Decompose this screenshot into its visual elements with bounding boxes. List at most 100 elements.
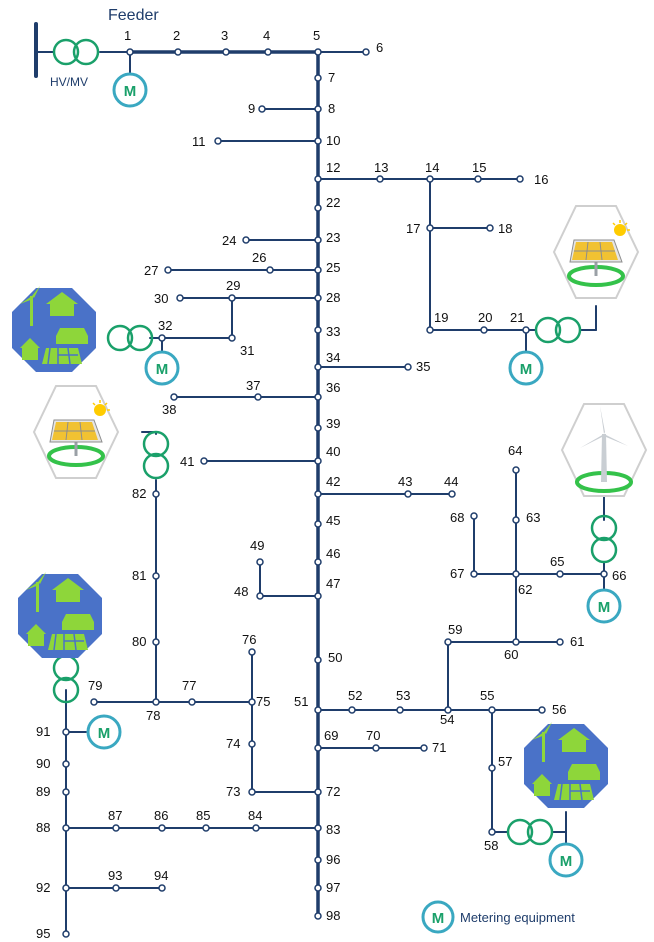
node-69-label: 69	[324, 728, 338, 743]
node-59-label: 59	[448, 622, 462, 637]
node-98-label: 98	[326, 908, 340, 923]
node-47-dot	[314, 592, 322, 600]
microgrid-icon	[523, 721, 609, 809]
node-63-label: 63	[526, 510, 540, 525]
node-23-label: 23	[326, 230, 340, 245]
node-25-label: 25	[326, 260, 340, 275]
node-65-label: 65	[550, 554, 564, 569]
node-74-label: 74	[226, 736, 240, 751]
meter-21-icon: M	[508, 350, 544, 386]
node-1-label: 1	[124, 28, 131, 43]
solar-pv-icon	[552, 204, 640, 300]
node-33-label: 33	[326, 324, 340, 339]
node-8-label: 8	[328, 101, 335, 116]
node-70-dot	[372, 744, 380, 752]
node-78-dot	[152, 698, 160, 706]
node-56-dot	[538, 706, 546, 714]
node-83-label: 83	[326, 822, 340, 837]
node-10-label: 10	[326, 133, 340, 148]
node-48-dot	[256, 592, 264, 600]
node-24-label: 24	[222, 233, 236, 248]
meter-1-icon: M	[112, 72, 148, 108]
node-97-label: 97	[326, 880, 340, 895]
node-27-dot	[164, 266, 172, 274]
node-2-dot	[174, 48, 182, 56]
legend-meter-symbol: M	[432, 910, 445, 927]
node-53-dot	[396, 706, 404, 714]
node-44-label: 44	[444, 474, 458, 489]
node-83-dot	[314, 824, 322, 832]
node-91-dot	[62, 728, 70, 736]
node-92-label: 92	[36, 880, 50, 895]
node-20-label: 20	[478, 310, 492, 325]
svg-text:M: M	[98, 725, 111, 742]
node-19-label: 19	[434, 310, 448, 325]
node-30-label: 30	[154, 291, 168, 306]
svg-text:M: M	[520, 361, 533, 378]
node-89-dot	[62, 788, 70, 796]
node-96-dot	[314, 856, 322, 864]
node-93-label: 93	[108, 868, 122, 883]
transformer-41-icon	[142, 430, 170, 480]
node-17-dot	[426, 224, 434, 232]
node-22-dot	[314, 204, 322, 212]
node-78-label: 78	[146, 708, 160, 723]
node-41-label: 41	[180, 454, 194, 469]
node-38-label: 38	[162, 402, 176, 417]
node-20-dot	[480, 326, 488, 334]
node-12-label: 12	[326, 160, 340, 175]
node-7-label: 7	[328, 70, 335, 85]
node-4-dot	[264, 48, 272, 56]
node-9-label: 9	[248, 101, 255, 116]
node-65-dot	[556, 570, 564, 578]
node-50-dot	[314, 656, 322, 664]
node-58-label: 58	[484, 838, 498, 853]
node-60-label: 60	[504, 647, 518, 662]
node-50-label: 50	[328, 650, 342, 665]
node-51-dot	[314, 706, 322, 714]
transformer-32-icon	[106, 324, 154, 352]
node-5-dot	[314, 48, 322, 56]
node-7-dot	[314, 74, 322, 82]
node-15-label: 15	[472, 160, 486, 175]
node-6-dot	[362, 48, 370, 56]
node-86-dot	[158, 824, 166, 832]
node-68-label: 68	[450, 510, 464, 525]
node-42-dot	[314, 490, 322, 498]
microgrid-icon	[11, 285, 97, 373]
node-70-label: 70	[366, 728, 380, 743]
node-95-dot	[62, 930, 70, 938]
node-76-label: 76	[242, 632, 256, 647]
node-31-dot	[228, 334, 236, 342]
node-13-label: 13	[374, 160, 388, 175]
node-1-dot	[126, 48, 134, 56]
transformer-66-icon	[590, 514, 618, 564]
node-54-label: 54	[440, 712, 454, 727]
node-21-dot	[522, 326, 530, 334]
node-38-dot	[170, 393, 178, 401]
node-45-dot	[314, 520, 322, 528]
legend-meter-icon	[421, 900, 455, 934]
node-6-label: 6	[376, 40, 383, 55]
node-61-dot	[556, 638, 564, 646]
node-55-label: 55	[480, 688, 494, 703]
node-64-dot	[512, 466, 520, 474]
node-84-dot	[252, 824, 260, 832]
node-39-label: 39	[326, 416, 340, 431]
node-18-dot	[486, 224, 494, 232]
node-80-dot	[152, 638, 160, 646]
node-16-label: 16	[534, 172, 548, 187]
node-81-dot	[152, 572, 160, 580]
node-91-label: 91	[36, 724, 50, 739]
node-28-dot	[314, 294, 322, 302]
svg-text:M: M	[560, 853, 573, 870]
node-11-dot	[214, 137, 222, 145]
node-73-label: 73	[226, 784, 240, 799]
node-61-label: 61	[570, 634, 584, 649]
node-53-label: 53	[396, 688, 410, 703]
node-11-label: 11	[192, 134, 206, 149]
node-10-dot	[314, 137, 322, 145]
node-80-label: 80	[132, 634, 146, 649]
node-88-dot	[62, 824, 70, 832]
